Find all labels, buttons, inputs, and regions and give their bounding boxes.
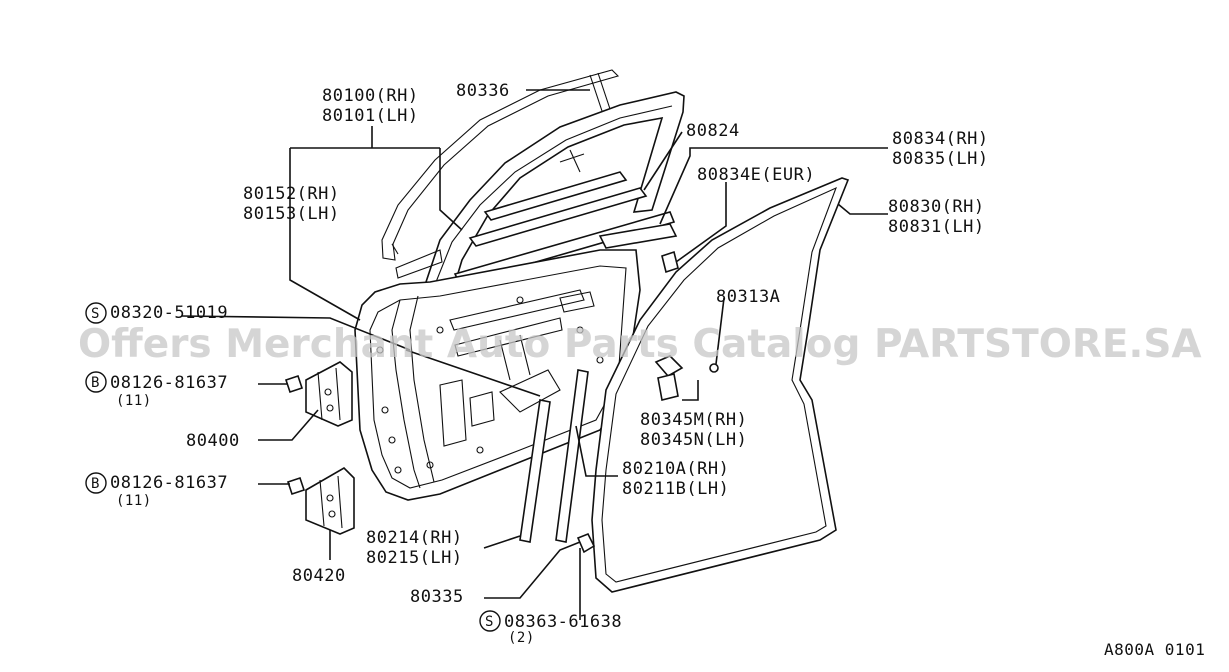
label-80824: 80824 xyxy=(686,121,740,141)
label-80153: 80153(LH) xyxy=(243,204,340,224)
label-80834: 80834(RH) xyxy=(892,129,989,149)
svg-text:S: S xyxy=(91,306,99,322)
b-symbol-1: B xyxy=(85,371,107,393)
glass-run-80336 xyxy=(381,69,620,261)
label-80345m: 80345M(RH) xyxy=(640,410,747,430)
part-labels: 80100(RH) 80101(LH) 80336 80824 80834(RH… xyxy=(85,81,989,646)
svg-text:B: B xyxy=(91,375,99,391)
label-80215: 80215(LH) xyxy=(366,548,463,568)
label-qty-11-lower: (11) xyxy=(116,493,152,509)
label-08126-81637-lower: 08126-81637 xyxy=(110,473,228,493)
label-80101: 80101(LH) xyxy=(322,106,419,126)
label-qty-11-upper: (11) xyxy=(116,393,152,409)
channel-80834 xyxy=(598,223,678,249)
label-80831: 80831(LH) xyxy=(888,217,985,237)
label-80152: 80152(RH) xyxy=(243,184,340,204)
hinge-80420 xyxy=(286,466,355,535)
label-80420: 80420 xyxy=(292,566,346,586)
label-08320-51019: 08320-51019 xyxy=(110,303,228,323)
stopper-80313a xyxy=(654,355,719,401)
moulding-80824 xyxy=(453,171,676,285)
label-80835: 80835(LH) xyxy=(892,149,989,169)
label-qty-2: (2) xyxy=(508,630,535,646)
weatherstrip-80830 xyxy=(591,177,850,593)
label-80211b: 80211B(LH) xyxy=(622,479,729,499)
label-80210a: 80210A(RH) xyxy=(622,459,729,479)
label-80335: 80335 xyxy=(410,587,464,607)
label-80313a: 80313A xyxy=(716,287,780,307)
svg-text:B: B xyxy=(91,476,99,492)
clip-80834e xyxy=(661,250,679,274)
b-symbol-2: B xyxy=(85,472,107,494)
figure-code: A800A 0101 xyxy=(1104,640,1205,659)
s-symbol-2: S xyxy=(479,610,501,632)
label-80336: 80336 xyxy=(456,81,510,101)
label-80834e: 80834E(EUR) xyxy=(697,165,815,185)
regulator-rail-80214 xyxy=(499,369,596,554)
watermark-text: Offers Merchant Auto Parts Catalog PARTS… xyxy=(78,322,1202,367)
label-08363-61638: 08363-61638 xyxy=(504,612,622,632)
leader-lines xyxy=(181,89,888,620)
s-symbol-1: S xyxy=(85,302,107,324)
label-80100: 80100(RH) xyxy=(322,86,419,106)
label-80830: 80830(RH) xyxy=(888,197,985,217)
label-80400: 80400 xyxy=(186,431,240,451)
hinge-80400 xyxy=(284,361,353,427)
label-80345n: 80345N(LH) xyxy=(640,430,747,450)
svg-text:S: S xyxy=(485,614,493,630)
door-drawing xyxy=(181,69,888,620)
label-80214: 80214(RH) xyxy=(366,528,463,548)
label-08126-81637-upper: 08126-81637 xyxy=(110,373,228,393)
